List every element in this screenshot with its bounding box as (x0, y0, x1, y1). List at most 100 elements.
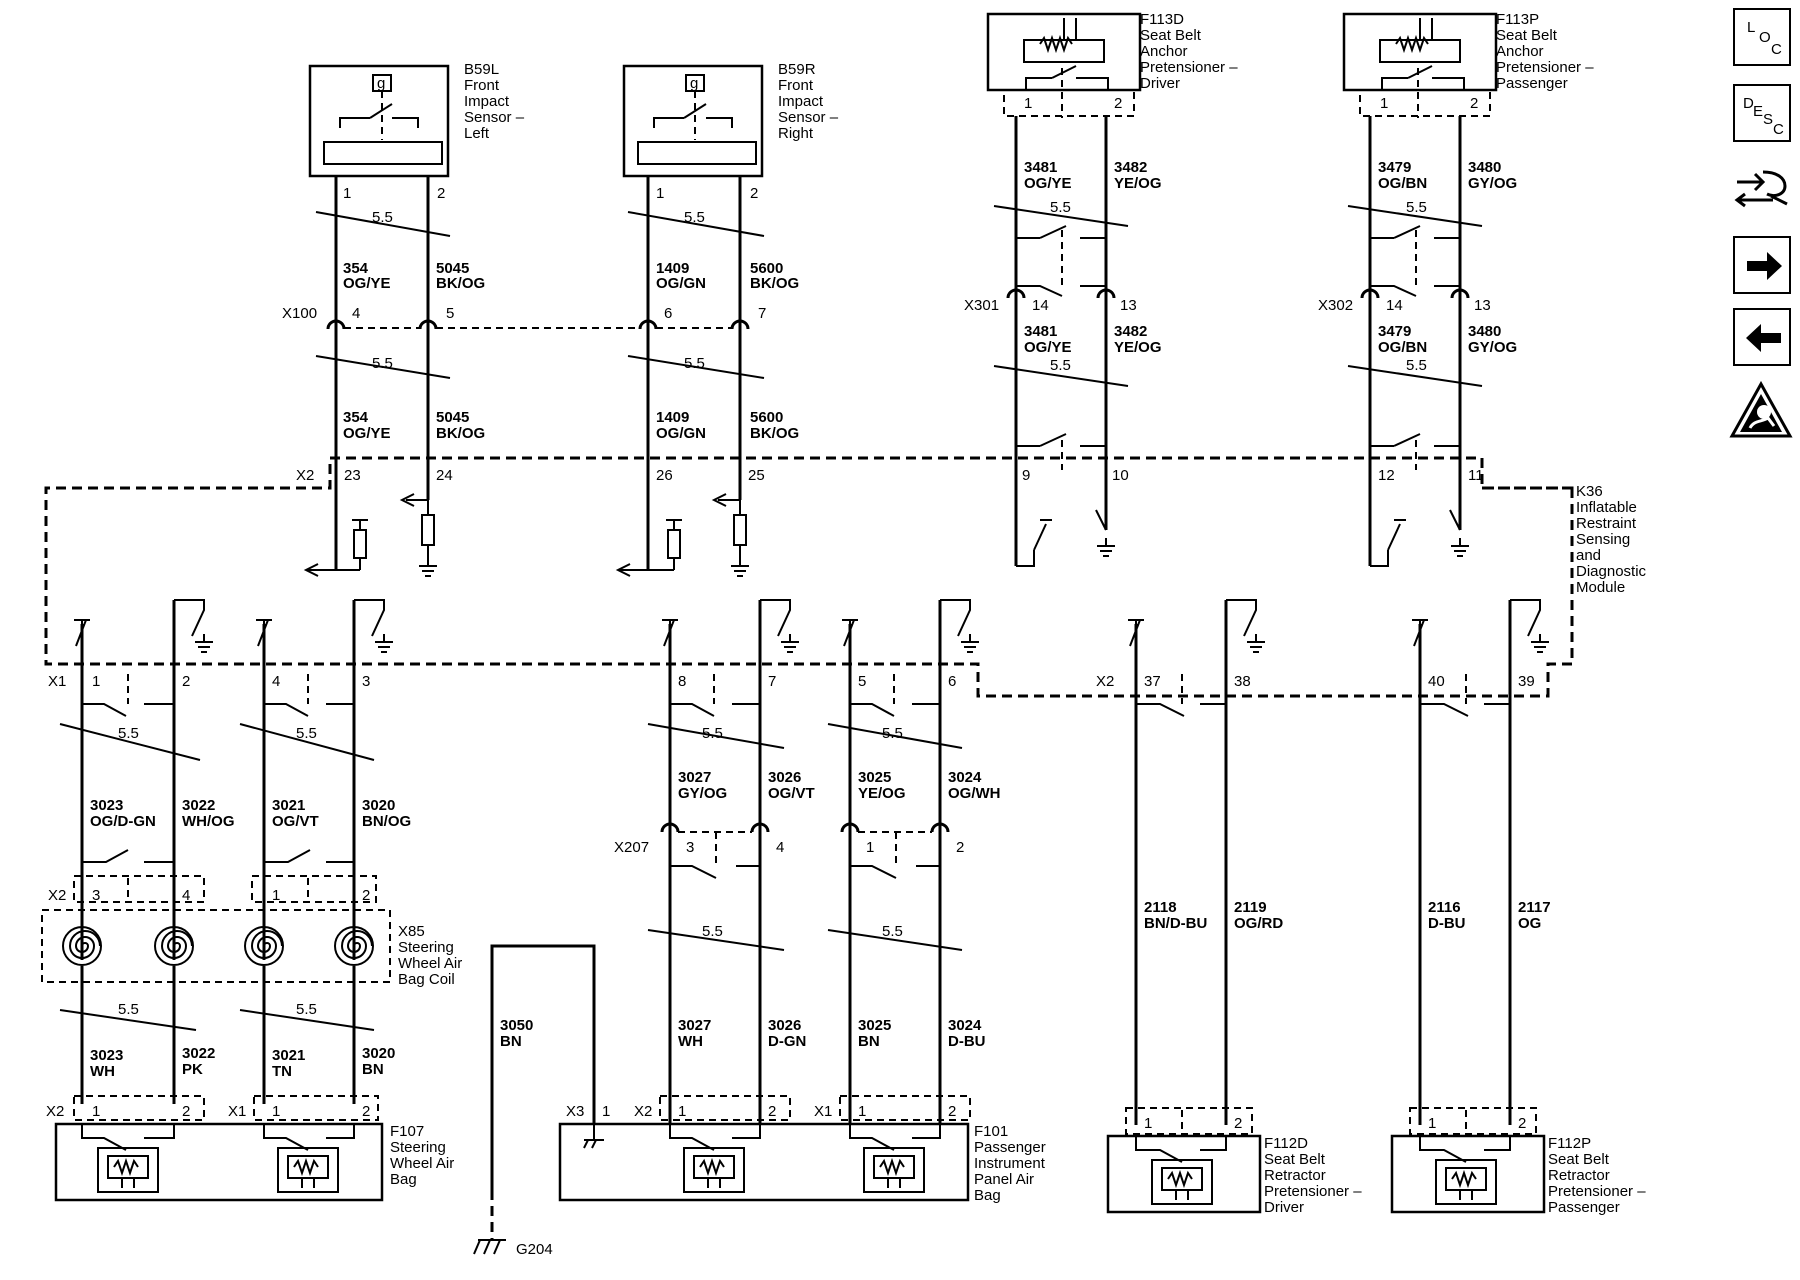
svg-text:D: D (1743, 95, 1754, 112)
svg-text:5.5: 5.5 (296, 725, 317, 742)
svg-text:2: 2 (948, 1103, 956, 1120)
description-view-button[interactable]: D E S C (1733, 84, 1791, 142)
airbag-wiring-schematic: g B59L Front Impact Sensor – Left 1 2 5.… (41, 11, 1647, 1258)
svg-text:OG/GN: OG/GN (656, 425, 706, 442)
svg-text:Panel Air: Panel Air (974, 1171, 1034, 1188)
svg-text:3: 3 (686, 839, 694, 856)
next-page-button[interactable] (1733, 236, 1791, 294)
svg-text:3479: 3479 (1378, 323, 1411, 340)
svg-text:2: 2 (1234, 1115, 1242, 1132)
svg-text:4: 4 (352, 305, 360, 322)
svg-text:Driver: Driver (1140, 75, 1180, 92)
svg-text:Passenger: Passenger (1496, 75, 1568, 92)
f113d-anchor-pretensioner-driver: F113D Seat Belt Anchor Pretensioner – Dr… (986, 11, 1238, 118)
g204-ground-circuit: G204 3050 BN (473, 944, 596, 1258)
k36-x2-top-connector: X2 23 24 26 25 9 10 12 11 (296, 467, 1484, 484)
location-view-button[interactable]: L O C (1733, 8, 1791, 66)
connector-info-icon (1734, 170, 1788, 208)
svg-text:OG/VT: OG/VT (272, 813, 319, 830)
svg-text:3481: 3481 (1024, 159, 1057, 176)
description-icon: D E S C (1743, 95, 1784, 138)
svg-text:1: 1 (602, 1103, 610, 1120)
svg-text:OG/YE: OG/YE (1024, 175, 1072, 192)
svg-text:4: 4 (272, 673, 280, 690)
svg-text:1: 1 (272, 1103, 280, 1120)
svg-text:2: 2 (1518, 1115, 1526, 1132)
svg-text:K36: K36 (1576, 483, 1603, 500)
svg-text:F101: F101 (974, 1123, 1008, 1140)
svg-text:X85: X85 (398, 923, 425, 940)
svg-text:X301: X301 (964, 297, 999, 314)
svg-text:YE/OG: YE/OG (1114, 175, 1162, 192)
connector-info-button[interactable] (1733, 160, 1791, 218)
arrow-left-icon (1746, 324, 1781, 352)
svg-text:F107: F107 (390, 1123, 424, 1140)
svg-text:5.5: 5.5 (1406, 357, 1427, 374)
svg-text:2119: 2119 (1234, 899, 1267, 916)
svg-text:Seat Belt: Seat Belt (1264, 1151, 1326, 1168)
svg-text:Impact: Impact (464, 93, 510, 110)
svg-text:Sensing: Sensing (1576, 531, 1630, 548)
svg-text:Front: Front (778, 77, 814, 94)
svg-text:40: 40 (1428, 673, 1445, 690)
svg-text:Wheel Air: Wheel Air (398, 955, 462, 972)
f107-steering-wheel-air-bag: X2 1 2 X1 1 2 F107 Steering Wheel Air Ba… (46, 1095, 454, 1202)
svg-text:Pretensioner –: Pretensioner – (1264, 1183, 1362, 1200)
svg-text:BN/D-BU: BN/D-BU (1144, 915, 1207, 932)
svg-text:1409: 1409 (656, 260, 689, 277)
svg-text:Sensor –: Sensor – (778, 109, 839, 126)
svg-text:X1: X1 (48, 673, 66, 690)
svg-text:OG/RD: OG/RD (1234, 915, 1283, 932)
svg-text:2: 2 (1114, 95, 1122, 112)
svg-text:Module: Module (1576, 579, 1625, 596)
svg-text:3050: 3050 (500, 1017, 533, 1034)
svg-text:354: 354 (343, 409, 369, 426)
svg-text:BN: BN (362, 1061, 384, 1078)
svg-text:OG/BN: OG/BN (1378, 175, 1427, 192)
svg-text:B59L: B59L (464, 61, 499, 78)
svg-text:39: 39 (1518, 673, 1535, 690)
svg-text:5: 5 (858, 673, 866, 690)
svg-text:3024: 3024 (948, 769, 982, 786)
svg-text:5.5: 5.5 (684, 209, 705, 226)
svg-text:37: 37 (1144, 673, 1161, 690)
svg-text:5.5: 5.5 (372, 209, 393, 226)
svg-text:1: 1 (272, 887, 280, 904)
svg-text:Anchor: Anchor (1140, 43, 1188, 60)
svg-text:13: 13 (1120, 297, 1137, 314)
svg-text:GY/OG: GY/OG (678, 785, 727, 802)
svg-text:YE/OG: YE/OG (858, 785, 906, 802)
x85-steering-wheel-air-bag-coil: X2 3 4 1 2 X85 Steering Wheel Air Bag Co… (41, 875, 462, 988)
k36-x2-bottom-connector: X2 37 38 40 39 (1096, 673, 1535, 717)
svg-text:2: 2 (768, 1103, 776, 1120)
svg-text:5: 5 (446, 305, 454, 322)
svg-text:Pretensioner –: Pretensioner – (1496, 59, 1594, 76)
svg-text:WH: WH (90, 1063, 115, 1080)
svg-text:Retractor: Retractor (1264, 1167, 1326, 1184)
svg-text:WH/OG: WH/OG (182, 813, 235, 830)
svg-text:3027: 3027 (678, 769, 711, 786)
f112p-retractor-pretensioner-passenger: 1 2 F112P Seat Belt Retractor Pretension… (1390, 1107, 1646, 1216)
svg-text:OG/YE: OG/YE (343, 275, 391, 292)
svg-text:BK/OG: BK/OG (750, 425, 799, 442)
previous-page-button[interactable] (1733, 308, 1791, 366)
svg-text:OG/GN: OG/GN (656, 275, 706, 292)
svg-text:3482: 3482 (1114, 323, 1147, 340)
svg-text:Steering: Steering (398, 939, 454, 956)
svg-text:4: 4 (182, 887, 190, 904)
svg-text:3025: 3025 (858, 769, 891, 786)
svg-text:3020: 3020 (362, 797, 395, 814)
svg-text:Driver: Driver (1264, 1199, 1304, 1216)
svg-text:OG/VT: OG/VT (768, 785, 815, 802)
svg-text:X2: X2 (634, 1103, 652, 1120)
svg-text:1: 1 (1428, 1115, 1436, 1132)
svg-text:5.5: 5.5 (882, 923, 903, 940)
svg-text:OG/YE: OG/YE (343, 425, 391, 442)
svg-text:2118: 2118 (1144, 899, 1177, 916)
svg-text:PK: PK (182, 1061, 203, 1078)
svg-text:2: 2 (1470, 95, 1478, 112)
svg-text:TN: TN (272, 1063, 292, 1080)
svg-text:2: 2 (182, 1103, 190, 1120)
svg-text:2117: 2117 (1518, 899, 1551, 916)
svg-text:OG/D-GN: OG/D-GN (90, 813, 156, 830)
